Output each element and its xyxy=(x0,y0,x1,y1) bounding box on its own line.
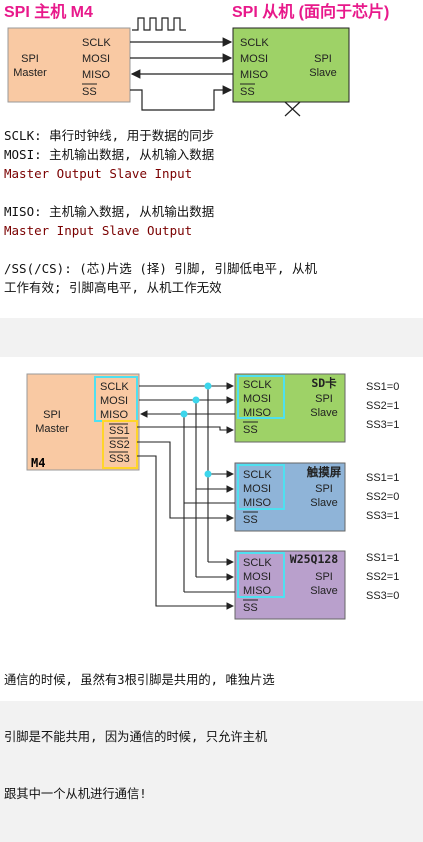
slave-pin-ss: SS xyxy=(240,86,255,98)
spi-multi-slave-diagram: SPI Master M4 SCLK MOSI MISO SS1 SS2 SS3… xyxy=(26,373,399,620)
shared-bus-wires xyxy=(137,382,235,610)
slave-touch-pin-ss: SS xyxy=(243,514,258,526)
ss-pins-highlight xyxy=(102,420,138,469)
ss-state-sd-3: SS3=1 xyxy=(366,419,399,431)
m4-pin-ss3: SS3 xyxy=(109,453,130,465)
ss-state-touch-3: SS3=1 xyxy=(366,510,399,522)
slave-touch-label-1: SPI xyxy=(315,483,333,495)
slave-flash-pin-miso: MISO xyxy=(243,585,272,597)
slave-touch-shared-highlight xyxy=(237,464,285,510)
note-line-3: 跟其中一个从机进行通信! xyxy=(4,787,147,801)
spi-pin-explanation: SCLK: 串行时钟线, 用于数据的同步 MOSI: 主机输出数据, 从机输入数据… xyxy=(4,126,317,297)
m4-pin-mosi: MOSI xyxy=(100,395,128,407)
slave-flash-pin-sclk: SCLK xyxy=(243,557,272,569)
slave-sd-label-2: Slave xyxy=(310,407,338,419)
m4-pin-sclk: SCLK xyxy=(100,381,129,393)
explain-line-6: Master Input Slave Output xyxy=(4,223,193,238)
master-pin-mosi: MOSI xyxy=(82,53,110,65)
spi-basic-diagram: SPI 主机 M4 SPI 从机 (面向于芯片) SPI Master SCLK… xyxy=(4,2,389,117)
explain-line-5: MISO: 主机输入数据, 从机输出数据 xyxy=(4,204,215,219)
spi-multi-slave-panel: SPI Master M4 SCLK MOSI MISO SS1 SS2 SS3… xyxy=(0,357,423,801)
master-label-2: Master xyxy=(13,67,47,79)
slave-pin-miso: MISO xyxy=(240,69,269,81)
slave-sd-pin-sclk: SCLK xyxy=(243,379,272,391)
slave-touch-pin-sclk: SCLK xyxy=(243,469,272,481)
slave-flash-shared-highlight xyxy=(237,552,285,598)
ss-state-flash-1: SS1=1 xyxy=(366,552,399,564)
slave-flash-pin-ss: SS xyxy=(243,602,258,614)
explain-line-8: /SS(/CS): (芯)片选 (择) 引脚, 引脚低电平, 从机 xyxy=(4,261,318,276)
slave-touch-label-2: Slave xyxy=(310,497,338,509)
ss-state-labels: SS1=0 SS2=1 SS3=1 SS1=1 SS2=0 SS3=1 SS1=… xyxy=(366,381,399,602)
slave-sd-pin-miso: MISO xyxy=(243,407,272,419)
slave-sd-pin-mosi: MOSI xyxy=(243,393,271,405)
slave-flash-pin-mosi: MOSI xyxy=(243,571,271,583)
slave-touch-pin-miso: MISO xyxy=(243,497,272,509)
slave-sd-block xyxy=(234,373,346,443)
explain-line-4 xyxy=(4,183,317,202)
spi-basic-panel: SPI 主机 M4 SPI 从机 (面向于芯片) SPI Master SCLK… xyxy=(0,0,423,318)
slave-block xyxy=(232,27,350,103)
slave-label-2: Slave xyxy=(309,67,337,79)
wire-ss xyxy=(130,85,233,111)
m4-pin-ss1: SS1 xyxy=(109,425,130,437)
slave-flash-name: W25Q128 xyxy=(290,552,339,566)
m4-tag: M4 xyxy=(31,456,45,470)
cross-mark xyxy=(284,101,301,117)
title-slave: SPI 从机 (面向于芯片) xyxy=(232,2,389,21)
explain-line-2: MOSI: 主机输出数据, 从机输入数据 xyxy=(4,147,215,162)
ss-state-sd-1: SS1=0 xyxy=(366,381,399,393)
master-label-1: SPI xyxy=(21,53,39,65)
slave-touch-pin-mosi: MOSI xyxy=(243,483,271,495)
junction-dots xyxy=(180,382,212,478)
slave-pin-sclk: SCLK xyxy=(240,37,269,49)
shared-pins-note: 通信的时候, 虽然有3根引脚是共用的, 唯独片选 引脚是不能共用, 因为通信的时… xyxy=(4,633,275,842)
note-line-1: 通信的时候, 虽然有3根引脚是共用的, 唯独片选 xyxy=(4,673,275,687)
master-block xyxy=(7,27,131,103)
ss-state-flash-2: SS2=1 xyxy=(366,571,399,583)
slave-sd-pin-ss: SS xyxy=(243,424,258,436)
slave-sd-shared-highlight xyxy=(237,375,285,419)
ss-state-touch-2: SS2=0 xyxy=(366,491,399,503)
explain-line-9: 工作有效; 引脚高电平, 从机工作无效 xyxy=(4,280,222,295)
m4-master-label-2: Master xyxy=(35,423,69,435)
explain-line-1: SCLK: 串行时钟线, 用于数据的同步 xyxy=(4,128,215,143)
m4-master-label-1: SPI xyxy=(43,409,61,421)
explain-line-7 xyxy=(4,240,317,259)
title-master: SPI 主机 M4 xyxy=(4,2,93,21)
slave-touch-block xyxy=(234,462,346,532)
slave-sd-label-1: SPI xyxy=(315,393,333,405)
slave-touch-name: 触摸屏 xyxy=(306,465,342,479)
ss-state-touch-1: SS1=1 xyxy=(366,472,399,484)
slave-flash-label-1: SPI xyxy=(315,571,333,583)
slave-flash-block xyxy=(234,550,346,620)
master-pin-miso: MISO xyxy=(82,69,111,81)
ss-state-sd-2: SS2=1 xyxy=(366,400,399,412)
slave-sd-name: SD卡 xyxy=(311,376,337,390)
clock-waveform xyxy=(132,17,186,31)
slave-flash-label-2: Slave xyxy=(310,585,338,597)
slave-pin-mosi: MOSI xyxy=(240,53,268,65)
m4-pin-miso: MISO xyxy=(100,409,129,421)
explain-line-3: Master Output Slave Input xyxy=(4,166,193,181)
note-line-2: 引脚是不能共用, 因为通信的时候, 只允许主机 xyxy=(4,730,268,744)
ss-state-flash-3: SS3=0 xyxy=(366,590,399,602)
m4-pin-ss2: SS2 xyxy=(109,439,130,451)
master-pin-ss: SS xyxy=(82,86,97,98)
slave-label-1: SPI xyxy=(314,53,332,65)
master-pin-sclk: SCLK xyxy=(82,37,111,49)
